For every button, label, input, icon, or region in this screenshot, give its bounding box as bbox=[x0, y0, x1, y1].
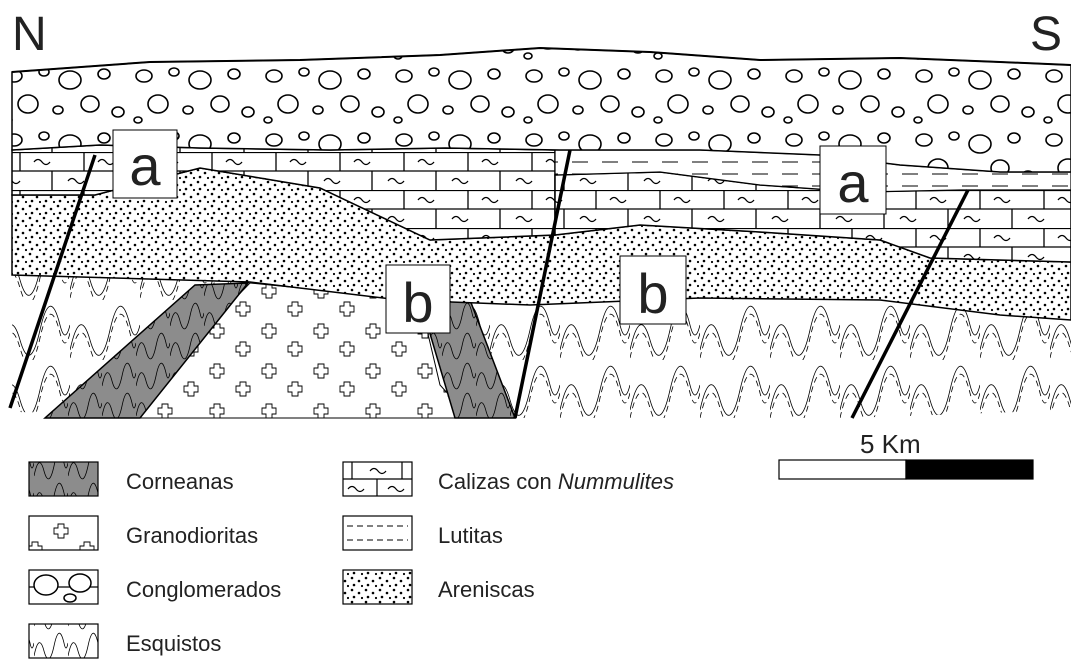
scale-bar-white bbox=[779, 460, 906, 479]
south-label: S bbox=[1030, 8, 1062, 61]
label-b-right: b bbox=[637, 262, 668, 325]
legend-label-calizas-italic: Nummulites bbox=[558, 469, 674, 494]
label-box-b-left: b bbox=[386, 265, 450, 334]
legend-swatch-lutitas bbox=[343, 516, 412, 550]
label-box-a-right: a bbox=[820, 146, 886, 214]
legend-swatch-conglomerados bbox=[29, 570, 98, 604]
legend-swatch-corneanas bbox=[29, 462, 98, 496]
label-box-b-right: b bbox=[620, 256, 686, 325]
scale-bar: 5 Km bbox=[779, 429, 1033, 479]
legend-label-esquistos: Esquistos bbox=[126, 631, 221, 656]
legend-label-calizas-main: Calizas con bbox=[438, 469, 558, 494]
legend-label-conglomerados: Conglomerados bbox=[126, 577, 281, 602]
legend: Corneanas Granodioritas Conglomerados Es… bbox=[29, 462, 674, 658]
legend-label-lutitas: Lutitas bbox=[438, 523, 503, 548]
north-label: N bbox=[12, 8, 47, 61]
label-box-a-left: a bbox=[113, 130, 177, 198]
legend-label-corneanas: Corneanas bbox=[126, 469, 234, 494]
cross-section bbox=[10, 48, 1071, 418]
legend-swatch-esquistos bbox=[29, 624, 98, 658]
legend-label-granodioritas: Granodioritas bbox=[126, 523, 258, 548]
legend-swatch-granodioritas bbox=[29, 516, 98, 550]
scale-bar-black bbox=[906, 460, 1033, 479]
legend-swatch-areniscas bbox=[343, 570, 412, 604]
label-a-right: a bbox=[837, 151, 869, 214]
legend-label-calizas: Calizas con Nummulites bbox=[438, 469, 674, 494]
label-b-left: b bbox=[402, 271, 433, 334]
legend-swatch-calizas bbox=[343, 462, 412, 496]
scale-label: 5 Km bbox=[860, 429, 921, 459]
legend-label-areniscas: Areniscas bbox=[438, 577, 535, 602]
label-a-left: a bbox=[129, 134, 161, 197]
